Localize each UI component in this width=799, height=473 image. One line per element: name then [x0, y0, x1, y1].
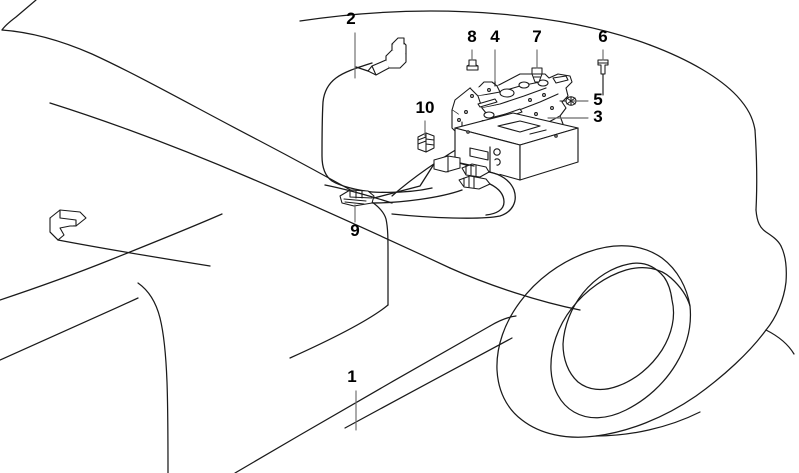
- harness-cables: [324, 162, 516, 219]
- sensor-cable: [321, 62, 433, 194]
- callout-label-2[interactable]: 2: [346, 9, 356, 28]
- bracket-left-cable: [57, 239, 211, 267]
- fastener-part-7-screw: [531, 67, 543, 83]
- callout-label-1[interactable]: 1: [347, 367, 357, 386]
- fastener-part-8-grommet: [466, 59, 479, 71]
- callout-label-4[interactable]: 4: [490, 27, 500, 46]
- fastener-part-6-bolt: [597, 59, 609, 75]
- callout-label-6[interactable]: 6: [598, 27, 608, 46]
- callout-label-10[interactable]: 10: [415, 98, 435, 117]
- control-unit-box-part-3: [454, 112, 579, 181]
- harness-connector-pair: [458, 163, 491, 190]
- cable-bracket-part-10: [417, 132, 435, 153]
- callout-leader-lines-dark: [494, 73, 604, 96]
- callout-label-8[interactable]: 8: [467, 27, 477, 46]
- callout-label-7[interactable]: 7: [532, 27, 542, 46]
- inline-connector-small: [433, 155, 461, 173]
- callout-label-5[interactable]: 5: [593, 90, 603, 109]
- body-mounted-bracket-left: [49, 209, 87, 241]
- callout-label-3[interactable]: 3: [593, 107, 603, 126]
- callout-label-9[interactable]: 9: [350, 221, 360, 240]
- callout-leader-lines: [354, 32, 604, 431]
- sensor-part-2: [355, 37, 407, 76]
